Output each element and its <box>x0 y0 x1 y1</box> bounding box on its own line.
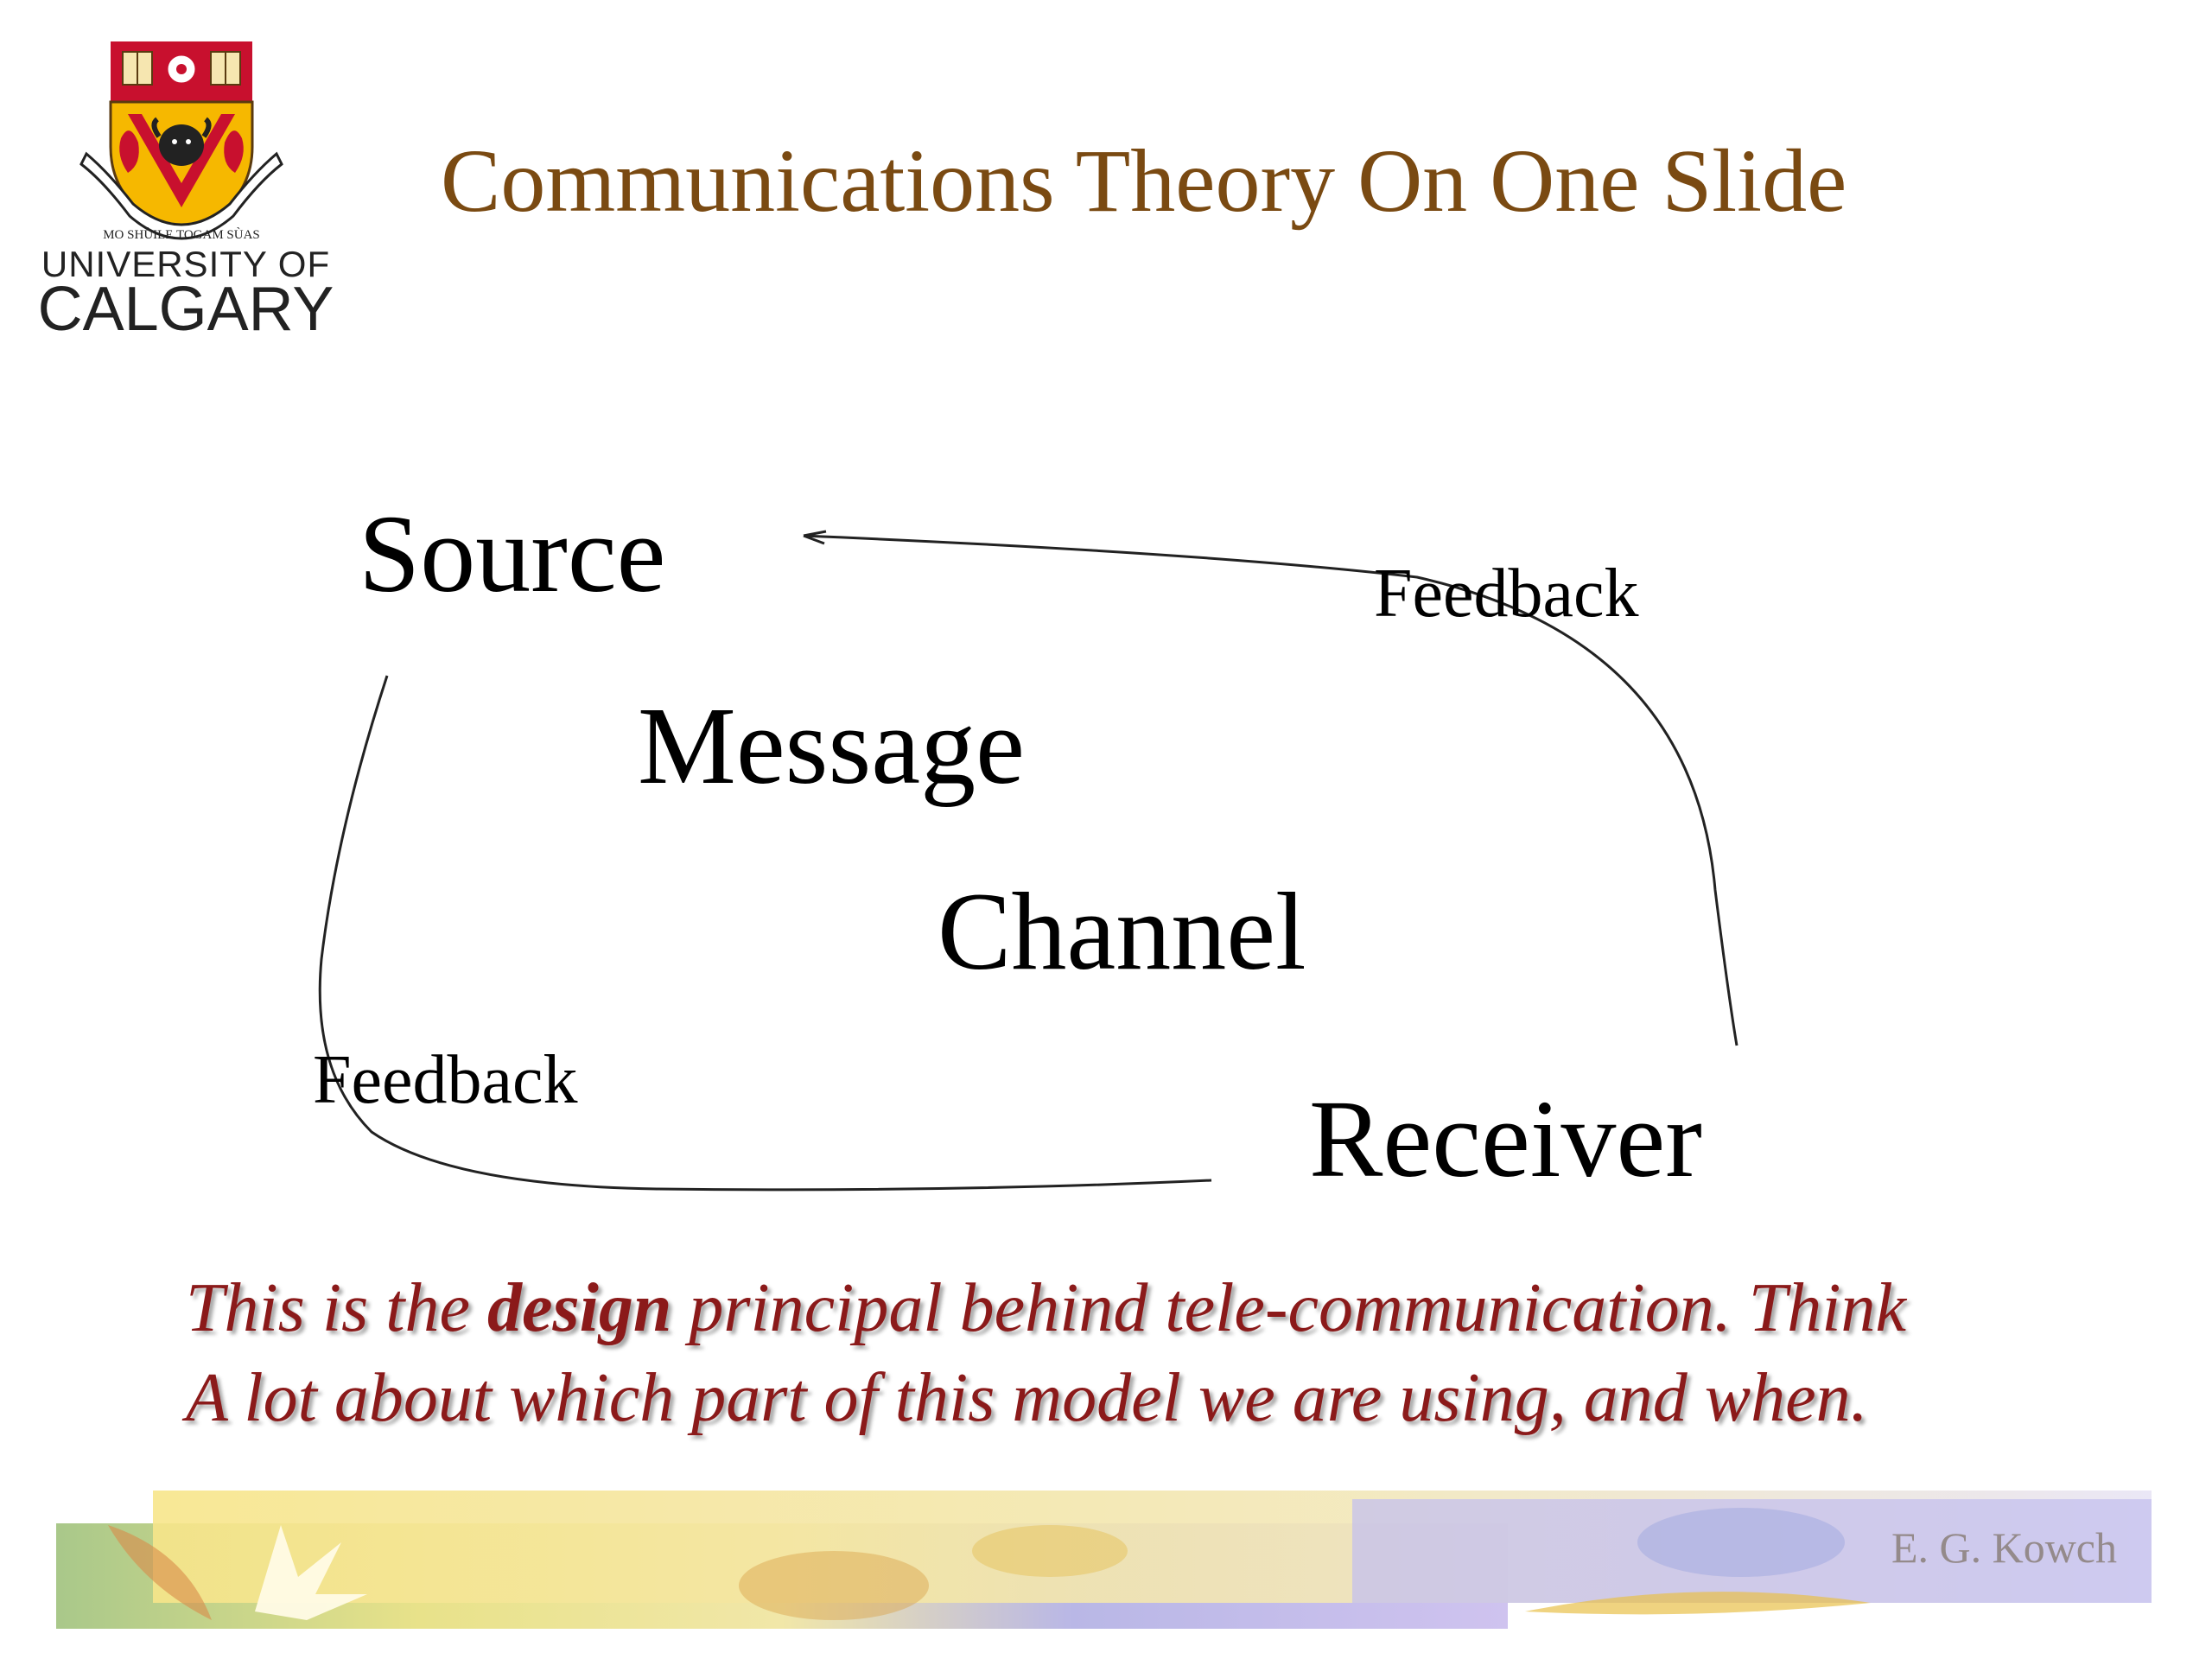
crest-icon: MO SHÙILE TOGAM SÙAS <box>79 41 283 242</box>
svg-text:MO SHÙILE TOGAM SÙAS: MO SHÙILE TOGAM SÙAS <box>103 227 260 242</box>
caption-emphasis: design <box>486 1270 672 1346</box>
author-credit: E. G. Kowch <box>1891 1523 2117 1572</box>
slide-title: Communications Theory On One Slide <box>441 131 1847 231</box>
label-channel: Channel <box>938 870 1306 993</box>
label-source: Source <box>359 493 666 615</box>
slide-caption: This is the design principal behind tele… <box>186 1263 2130 1443</box>
leaf-banner-image <box>56 1491 2152 1629</box>
logo-text-university-of: UNIVERSITY OF <box>41 244 331 284</box>
label-receiver: Receiver <box>1309 1077 1702 1200</box>
label-message: Message <box>638 684 1025 807</box>
label-feedback-left: Feedback <box>313 1042 578 1118</box>
caption-line-1: This is the design principal behind tele… <box>186 1270 1906 1346</box>
caption-line-2: A lot about which part of this model we … <box>186 1360 1868 1436</box>
logo-text-calgary: CALGARY <box>37 275 334 344</box>
label-feedback-top: Feedback <box>1374 556 1639 632</box>
university-logo: MO SHÙILE TOGAM SÙAS UNIVERSITY OF CALGA… <box>35 35 337 354</box>
arrowhead-top <box>803 530 827 545</box>
